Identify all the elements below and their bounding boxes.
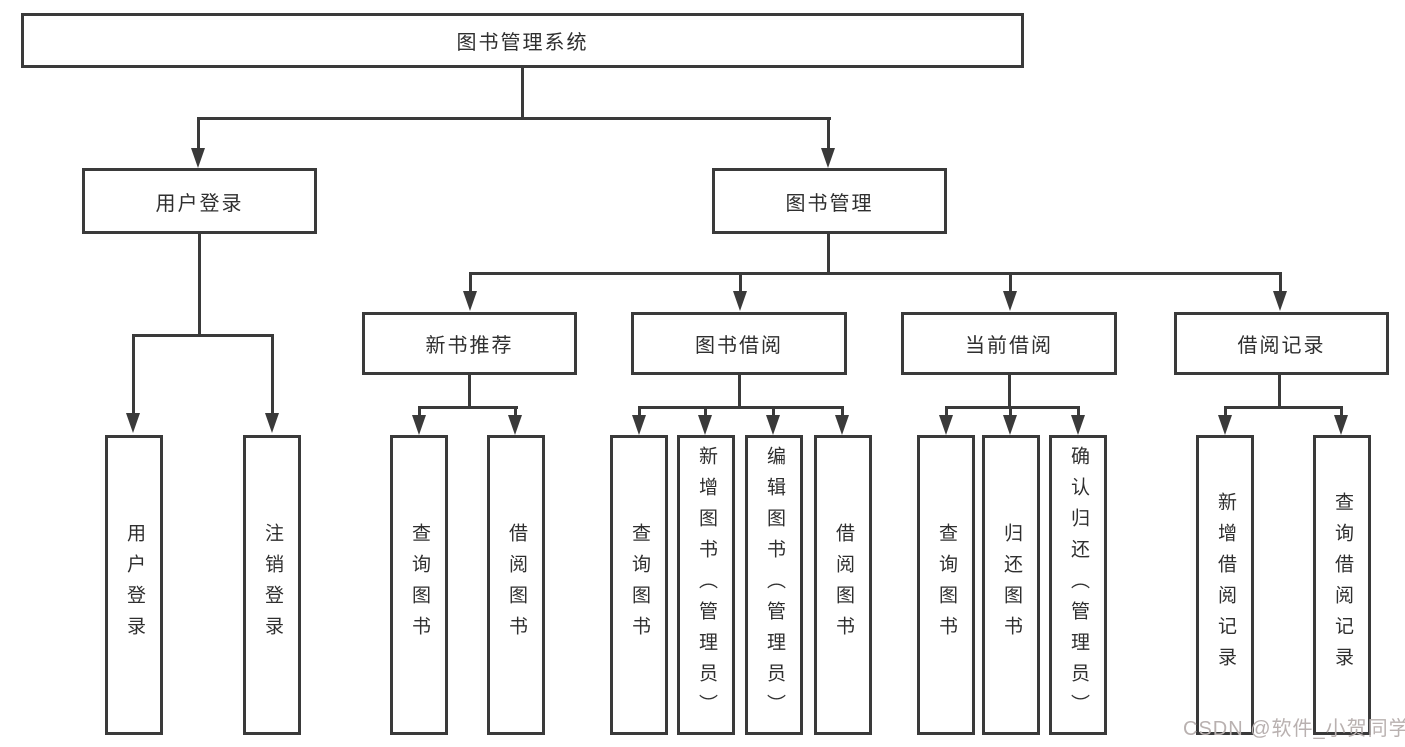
leaf-query-borrow-record: 查询借阅记录 <box>1313 435 1371 735</box>
connector-line <box>739 272 742 294</box>
arrow-head <box>1003 415 1017 435</box>
leaf-borrow-books-recommend: 借阅图书 <box>487 435 545 735</box>
connector-line <box>1224 406 1343 409</box>
arrow-head <box>1071 415 1085 435</box>
connector-line <box>772 406 775 417</box>
connector-line <box>945 406 1080 409</box>
connector-line <box>469 272 1282 275</box>
connector-line <box>1077 406 1080 417</box>
arrow-head <box>1273 291 1287 311</box>
leaf-query-books-current: 查询图书 <box>917 435 975 735</box>
leaf-user-login: 用户登录 <box>105 435 163 735</box>
node-user-login: 用户登录 <box>82 168 317 234</box>
arrow-head <box>698 415 712 435</box>
arrow-head <box>265 413 279 433</box>
leaf-query-books-recommend: 查询图书 <box>390 435 448 735</box>
connector-line <box>468 374 471 408</box>
connector-line <box>198 234 201 337</box>
connector-line <box>1009 272 1012 294</box>
connector-line <box>132 334 274 337</box>
arrow-head <box>1003 291 1017 311</box>
connector-line <box>514 406 517 417</box>
node-library-management-system: 图书管理系统 <box>21 13 1024 68</box>
connector-line <box>418 406 518 409</box>
leaf-edit-books-admin: 编辑图书（管理员） <box>745 435 803 735</box>
arrow-head <box>1334 415 1348 435</box>
connector-line <box>469 272 472 294</box>
arrow-head <box>766 415 780 435</box>
arrow-head <box>412 415 426 435</box>
arrow-head <box>1218 415 1232 435</box>
arrow-head <box>508 415 522 435</box>
arrow-head <box>821 148 835 168</box>
node-borrowing-records: 借阅记录 <box>1174 312 1389 375</box>
arrow-head <box>126 413 140 433</box>
connector-line <box>418 406 421 417</box>
connector-line <box>1278 374 1281 408</box>
arrow-head <box>463 291 477 311</box>
connector-line <box>271 334 274 415</box>
connector-line <box>1008 374 1011 408</box>
connector-line <box>738 374 741 408</box>
node-book-borrowing: 图书借阅 <box>631 312 847 375</box>
leaf-return-books: 归还图书 <box>982 435 1040 735</box>
leaf-borrow-books: 借阅图书 <box>814 435 872 735</box>
arrow-head <box>939 415 953 435</box>
leaf-add-books-admin: 新增图书（管理员） <box>677 435 735 735</box>
connector-line <box>521 68 524 120</box>
connector-line <box>638 406 844 409</box>
node-book-management: 图书管理 <box>712 168 947 234</box>
connector-line <box>1009 406 1012 417</box>
leaf-confirm-return-admin: 确认归还（管理员） <box>1049 435 1107 735</box>
csdn-watermark: CSDN @软件_小贺同学 <box>1183 718 1405 740</box>
node-new-book-recommendation: 新书推荐 <box>362 312 577 375</box>
connector-line <box>1279 272 1282 294</box>
connector-line <box>1224 406 1227 417</box>
connector-line <box>945 406 948 417</box>
arrow-head <box>835 415 849 435</box>
leaf-add-borrow-record: 新增借阅记录 <box>1196 435 1254 735</box>
arrow-head <box>632 415 646 435</box>
leaf-logout: 注销登录 <box>243 435 301 735</box>
leaf-query-books-borrow: 查询图书 <box>610 435 668 735</box>
connector-line <box>841 406 844 417</box>
node-current-borrowing: 当前借阅 <box>901 312 1117 375</box>
arrow-head <box>191 148 205 168</box>
connector-line <box>704 406 707 417</box>
connector-line <box>132 334 135 415</box>
arrow-head <box>733 291 747 311</box>
connector-line <box>827 117 830 150</box>
connector-line <box>197 117 831 120</box>
connector-line <box>1340 406 1343 417</box>
connector-line <box>827 234 830 275</box>
connector-line <box>638 406 641 417</box>
connector-line <box>197 117 200 150</box>
